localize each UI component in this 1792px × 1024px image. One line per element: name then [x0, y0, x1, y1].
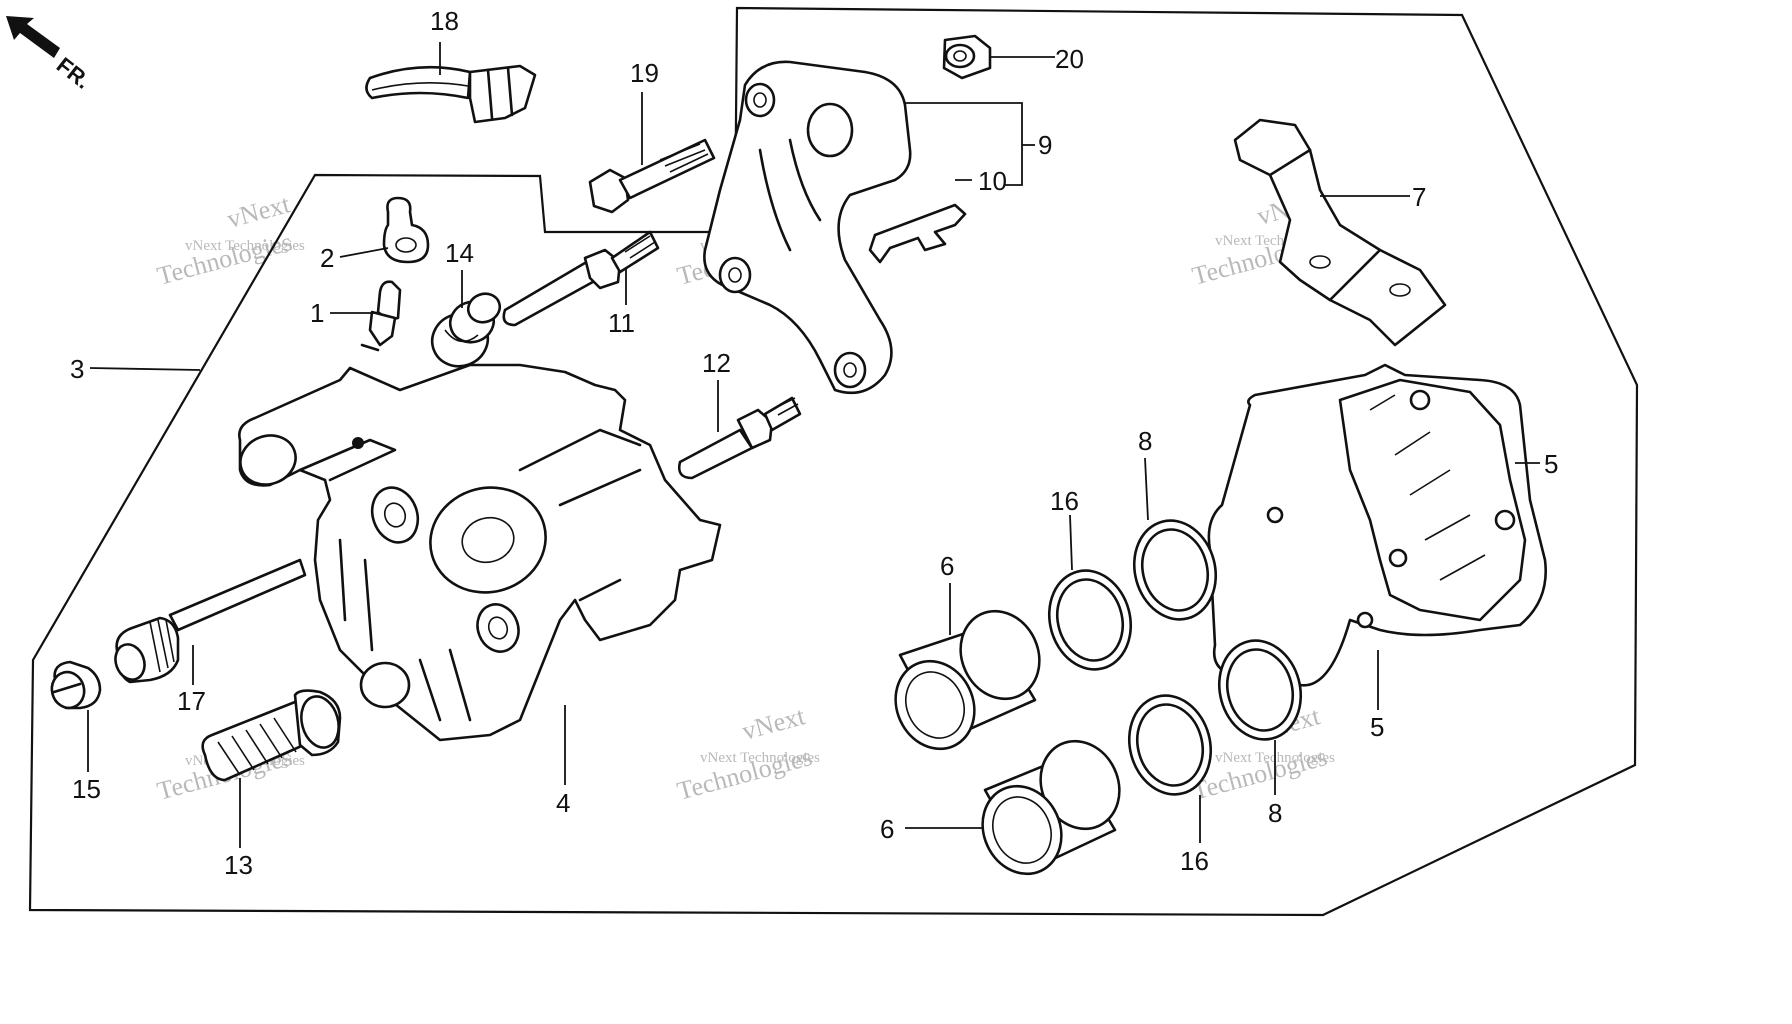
- callout-5-upper: 5: [1544, 449, 1558, 479]
- front-direction-arrow: FR.: [6, 16, 95, 94]
- part-14-dust-boot: [430, 292, 502, 368]
- part-13-mounting-bolt: [201, 689, 342, 782]
- svg-text:vNext: vNext: [224, 189, 294, 234]
- callout-10: 10: [978, 166, 1007, 196]
- part-8-piston-seal-lower: [1217, 639, 1303, 741]
- watermark-5: vNext Technologies vNext Technologies: [674, 701, 820, 806]
- part-10-retainer-clip: [868, 203, 967, 264]
- callout-18: 18: [430, 6, 459, 36]
- callout-9: 9: [1038, 130, 1052, 160]
- callout-4: 4: [556, 788, 570, 818]
- callout-numbers: 18 19 20 9 10 7 5 5 8 8 16 16 6 6 11 12 …: [70, 6, 1558, 880]
- callout-15: 15: [72, 774, 101, 804]
- callout-2: 2: [320, 243, 334, 273]
- callout-13: 13: [224, 850, 253, 880]
- part-5-brake-pads: [1207, 363, 1547, 687]
- callout-19: 19: [630, 58, 659, 88]
- part-16-dust-seal-lower: [1127, 694, 1213, 796]
- part-1-bleeder-valve: [360, 280, 402, 352]
- watermark-1: vNext Technologies vNext Technologies: [154, 189, 305, 291]
- part-6-piston-upper: [894, 609, 1041, 751]
- part-2-bleeder-cap: [382, 196, 430, 264]
- callout-14: 14: [445, 238, 474, 268]
- leader-lines: [87, 42, 1540, 848]
- front-direction-label: FR.: [52, 52, 95, 94]
- callout-7: 7: [1412, 182, 1426, 212]
- part-8-piston-seal-upper: [1132, 519, 1218, 621]
- part-7-pad-spring: [1233, 118, 1447, 347]
- part-17-slide-pin: [114, 558, 307, 684]
- part-16-dust-seal-upper: [1047, 569, 1133, 671]
- callout-8-lower: 8: [1268, 798, 1282, 828]
- callout-12: 12: [702, 348, 731, 378]
- part-6-piston-lower: [981, 739, 1121, 876]
- callout-8-upper: 8: [1138, 426, 1152, 456]
- callout-6-lower: 6: [880, 814, 894, 844]
- part-12-pin-bolt: [677, 396, 802, 480]
- callout-17: 17: [177, 686, 206, 716]
- callout-11: 11: [608, 308, 635, 338]
- part-15-plug: [50, 660, 102, 710]
- callout-16-lower: 16: [1180, 846, 1209, 876]
- callout-5-lower: 5: [1370, 712, 1384, 742]
- callout-16-upper: 16: [1050, 486, 1079, 516]
- callout-1: 1: [310, 298, 324, 328]
- part-20-flange-nut: [942, 34, 992, 80]
- assembly-outline: [28, 6, 1639, 917]
- callout-6-upper: 6: [940, 551, 954, 581]
- part-9-caliper-bracket: [703, 60, 912, 395]
- svg-text:Technologies: Technologies: [154, 227, 295, 291]
- part-19-bolt: [588, 138, 716, 214]
- svg-text:vNext Technologies: vNext Technologies: [700, 750, 820, 766]
- part-3-caliper-assembly-body: [238, 363, 722, 742]
- part-11-pin-bolt: [502, 230, 660, 327]
- callout-3: 3: [70, 354, 84, 384]
- svg-text:vNext: vNext: [739, 701, 809, 746]
- part-18-hose-guide: [365, 64, 537, 124]
- callout-20: 20: [1055, 44, 1084, 74]
